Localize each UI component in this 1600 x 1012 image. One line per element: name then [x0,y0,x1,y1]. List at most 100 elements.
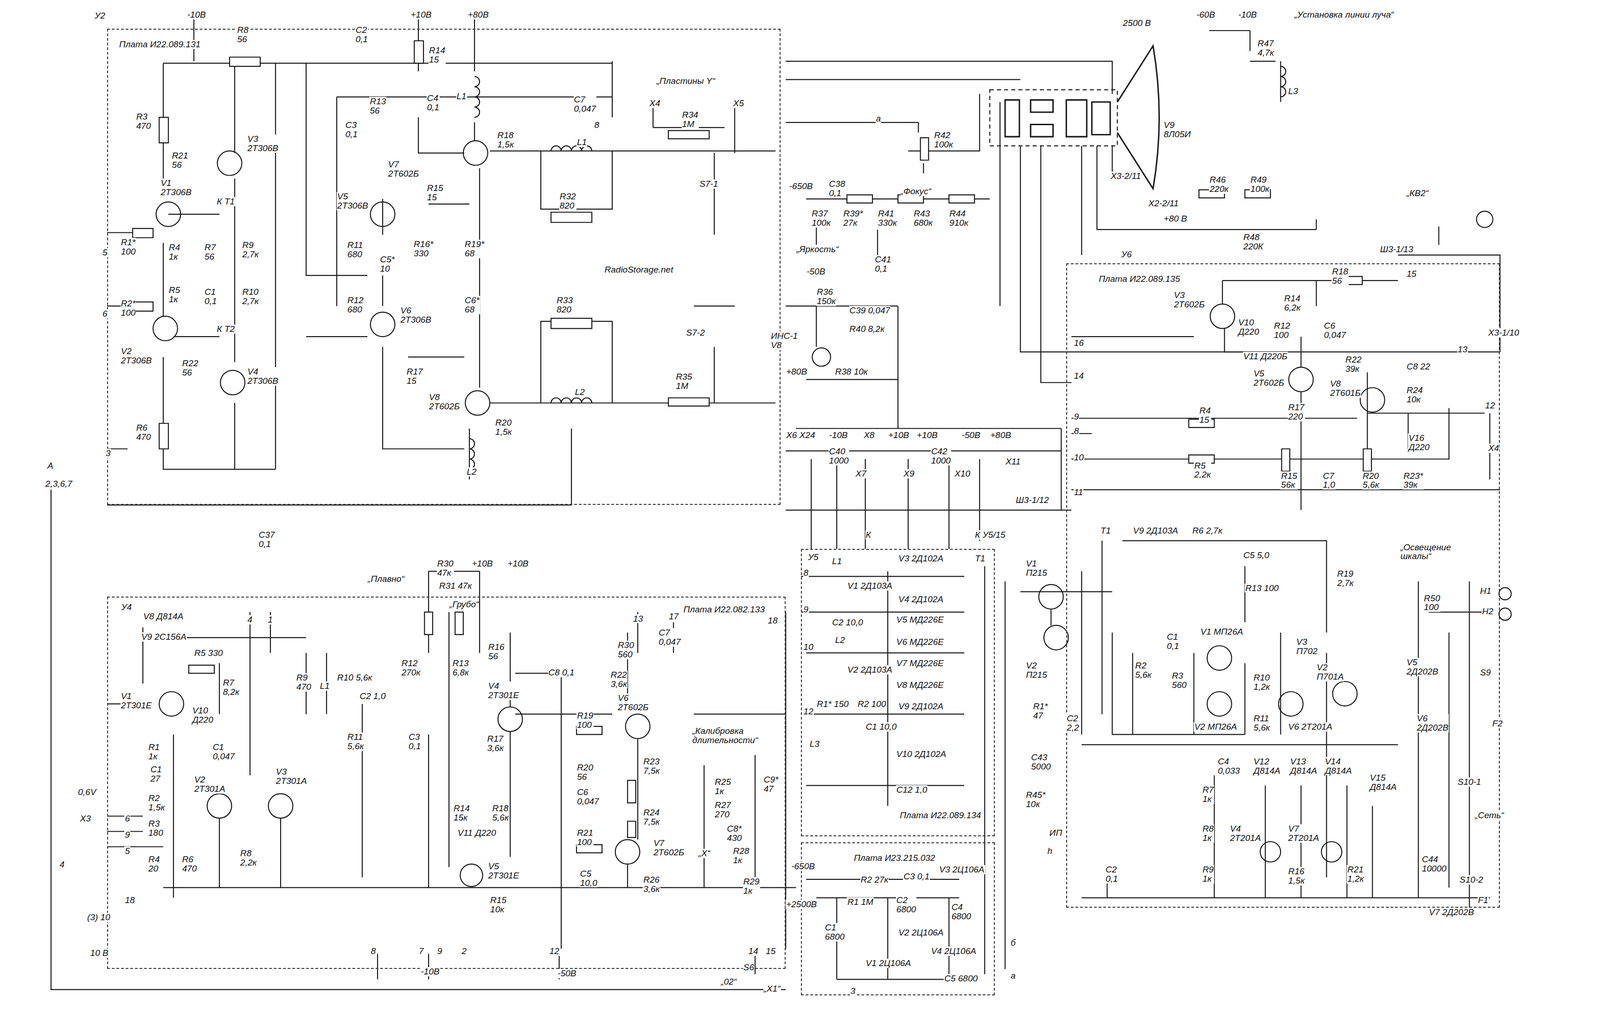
part-label: L2 [574,387,586,397]
part-label: H1 [1479,586,1492,596]
part-label: R35 1М [675,372,693,391]
part-label: 13 [632,614,644,624]
part-label: -10В [1237,10,1258,20]
part-label: T1 [1100,526,1112,536]
part-label: „Плавно“ [367,574,405,584]
part-label: X4 [1487,443,1500,454]
part-label: „Установка линии луча“ [1293,10,1395,20]
part-label: R3 560 [1171,671,1188,691]
part-label: C42 1000 [930,447,952,466]
part-label: R22 56 [181,358,199,378]
part-label: +10В [471,559,494,569]
transistor-symbol [370,312,396,337]
part-label: R16 1,5к [1287,867,1306,886]
part-label: ИП [1049,828,1063,839]
part-label: C3 0,1 [408,732,422,752]
tube-screen [1004,45,1159,189]
part-label: 5 [124,846,131,857]
part-label: S9 [1479,668,1492,678]
part-label: V6 2Т602Б [617,693,649,713]
part-label: R29 1к [742,877,761,896]
part-label: L1 [319,681,331,692]
part-label: L2 [466,467,478,477]
part-label: V10 Д220 [192,706,214,725]
part-label: R16* 330 [413,239,434,259]
part-label: X4 [648,98,661,109]
part-label: C8 22 [1406,362,1431,372]
part-label: 2 [461,947,468,957]
part-label: X6 X24 [785,430,816,441]
part-label: RadioStorage.net [604,265,674,275]
part-label: R20 56 [576,763,594,782]
transistor-symbol [1278,691,1304,717]
part-label: 11 [1073,487,1084,498]
part-label: К Т1 [216,197,236,207]
transistor-symbol [217,151,243,176]
part-label: V6 МД226Е [896,637,945,647]
transistor-symbol [268,793,294,819]
part-label: V1 2Д103А [846,581,893,591]
part-label: R30 47к [436,559,455,578]
part-label: V6 2Т201А [1287,722,1333,732]
transistor-symbol [207,793,232,819]
part-label: V4 2Ц106А [930,947,977,957]
board-title: Плата И22.089.135 [1097,274,1181,285]
part-label: R1* 150 [816,699,850,710]
transistor-symbol [460,864,483,887]
part-label: 10 [803,642,814,653]
indicator-lamp [812,347,831,367]
part-label: V12 Д814А [1253,757,1281,776]
part-label: 0,6V [77,787,97,798]
part-label: V4 2Т306В [246,367,279,386]
part-label: +80В [989,430,1012,441]
part-label: C8* 430 [726,824,743,844]
part-label: R8 1к [1202,824,1215,844]
part-label: +80В [785,367,808,377]
part-label: 6 [102,309,109,319]
part-label: C1 10,0 [865,722,898,732]
part-label: C7 0,047 [573,95,597,114]
part-label: C9* 47 [763,775,780,794]
part-label: V4 2Т201А [1229,824,1262,844]
part-label: R9 2,7к [241,240,259,260]
part-label: +80В [467,10,490,20]
part-label: К [865,530,872,540]
part-label: A [46,461,54,471]
part-label: a [1010,971,1017,981]
part-label: V3 2Т602Б [1173,290,1205,310]
part-label: C43 5000 [1030,753,1051,772]
part-label: V8 Д814А [142,612,184,622]
part-label: F1 [1477,896,1489,906]
part-label: -60В [1196,10,1216,20]
part-label: C4 0,1 [426,93,440,113]
part-label: C41 0,1 [874,255,892,274]
part-label: C2 2,2 [1066,714,1080,733]
part-label: V5 2Т306В [336,192,369,211]
part-label: R38 10к [834,367,869,377]
part-label: R15 15 [426,183,444,203]
part-label: 10 [1073,453,1085,463]
part-label: К Т2 [216,324,236,334]
part-label: R7 8,2к [222,678,240,698]
part-label: R43 680к [913,209,934,228]
part-label: V7 МД226Е [896,659,945,669]
part-label: R49 100к [1249,175,1270,194]
part-label: C44 10000 [1421,855,1447,874]
part-label: V1 2Т306В [160,178,192,198]
part-label: V1 2Т301Е [120,691,153,711]
part-label: X10 [953,469,971,479]
part-label: R20 1,5к [494,418,512,437]
part-label: R23* 39к [1402,471,1424,491]
part-label: 9 [803,605,810,615]
inductor-symbol [469,66,1286,470]
part-label: „Пластины Y“ [656,76,716,86]
part-label: 8 [370,947,377,957]
transistor-symbol [1288,367,1314,392]
part-label: S7-1 [698,179,719,189]
part-label: V9 2Д103А [1132,526,1179,536]
part-label: R9 470 [295,673,312,692]
part-label: V2 2Т306В [120,346,153,366]
part-label: R11 680 [346,240,364,260]
transistor-symbol [498,707,523,732]
part-label: C1 6800 [824,923,845,942]
